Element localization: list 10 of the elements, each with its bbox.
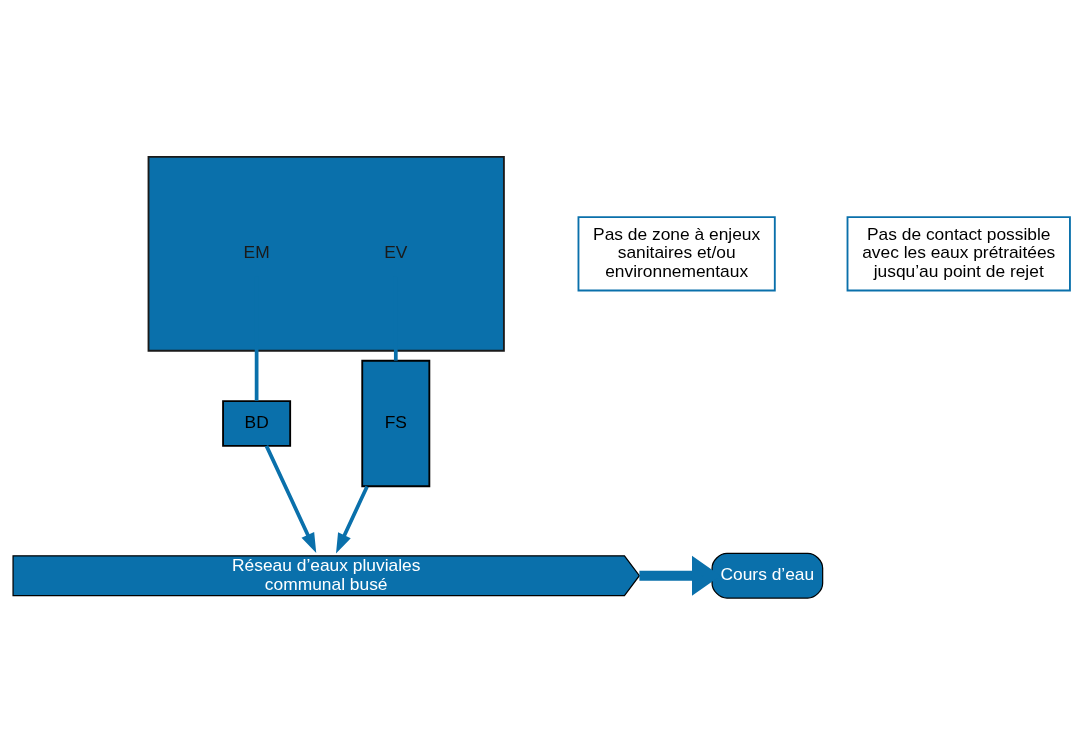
node-box: Cours d’eau: [711, 552, 824, 599]
node-box: Pas de zone à enjeux sanitaires et/ou environnementaux: [577, 215, 776, 291]
node-box: Pas de contact possible avec les eaux prétraitées jusqu’au point de rejet: [846, 215, 1071, 291]
arrow: [264, 444, 317, 553]
arrow: [336, 485, 369, 553]
node-box: FS: [361, 359, 431, 487]
node-text: EV: [384, 241, 408, 262]
cluster: [147, 155, 505, 352]
node-text: EM: [243, 241, 270, 262]
node-box: BD: [222, 399, 292, 447]
